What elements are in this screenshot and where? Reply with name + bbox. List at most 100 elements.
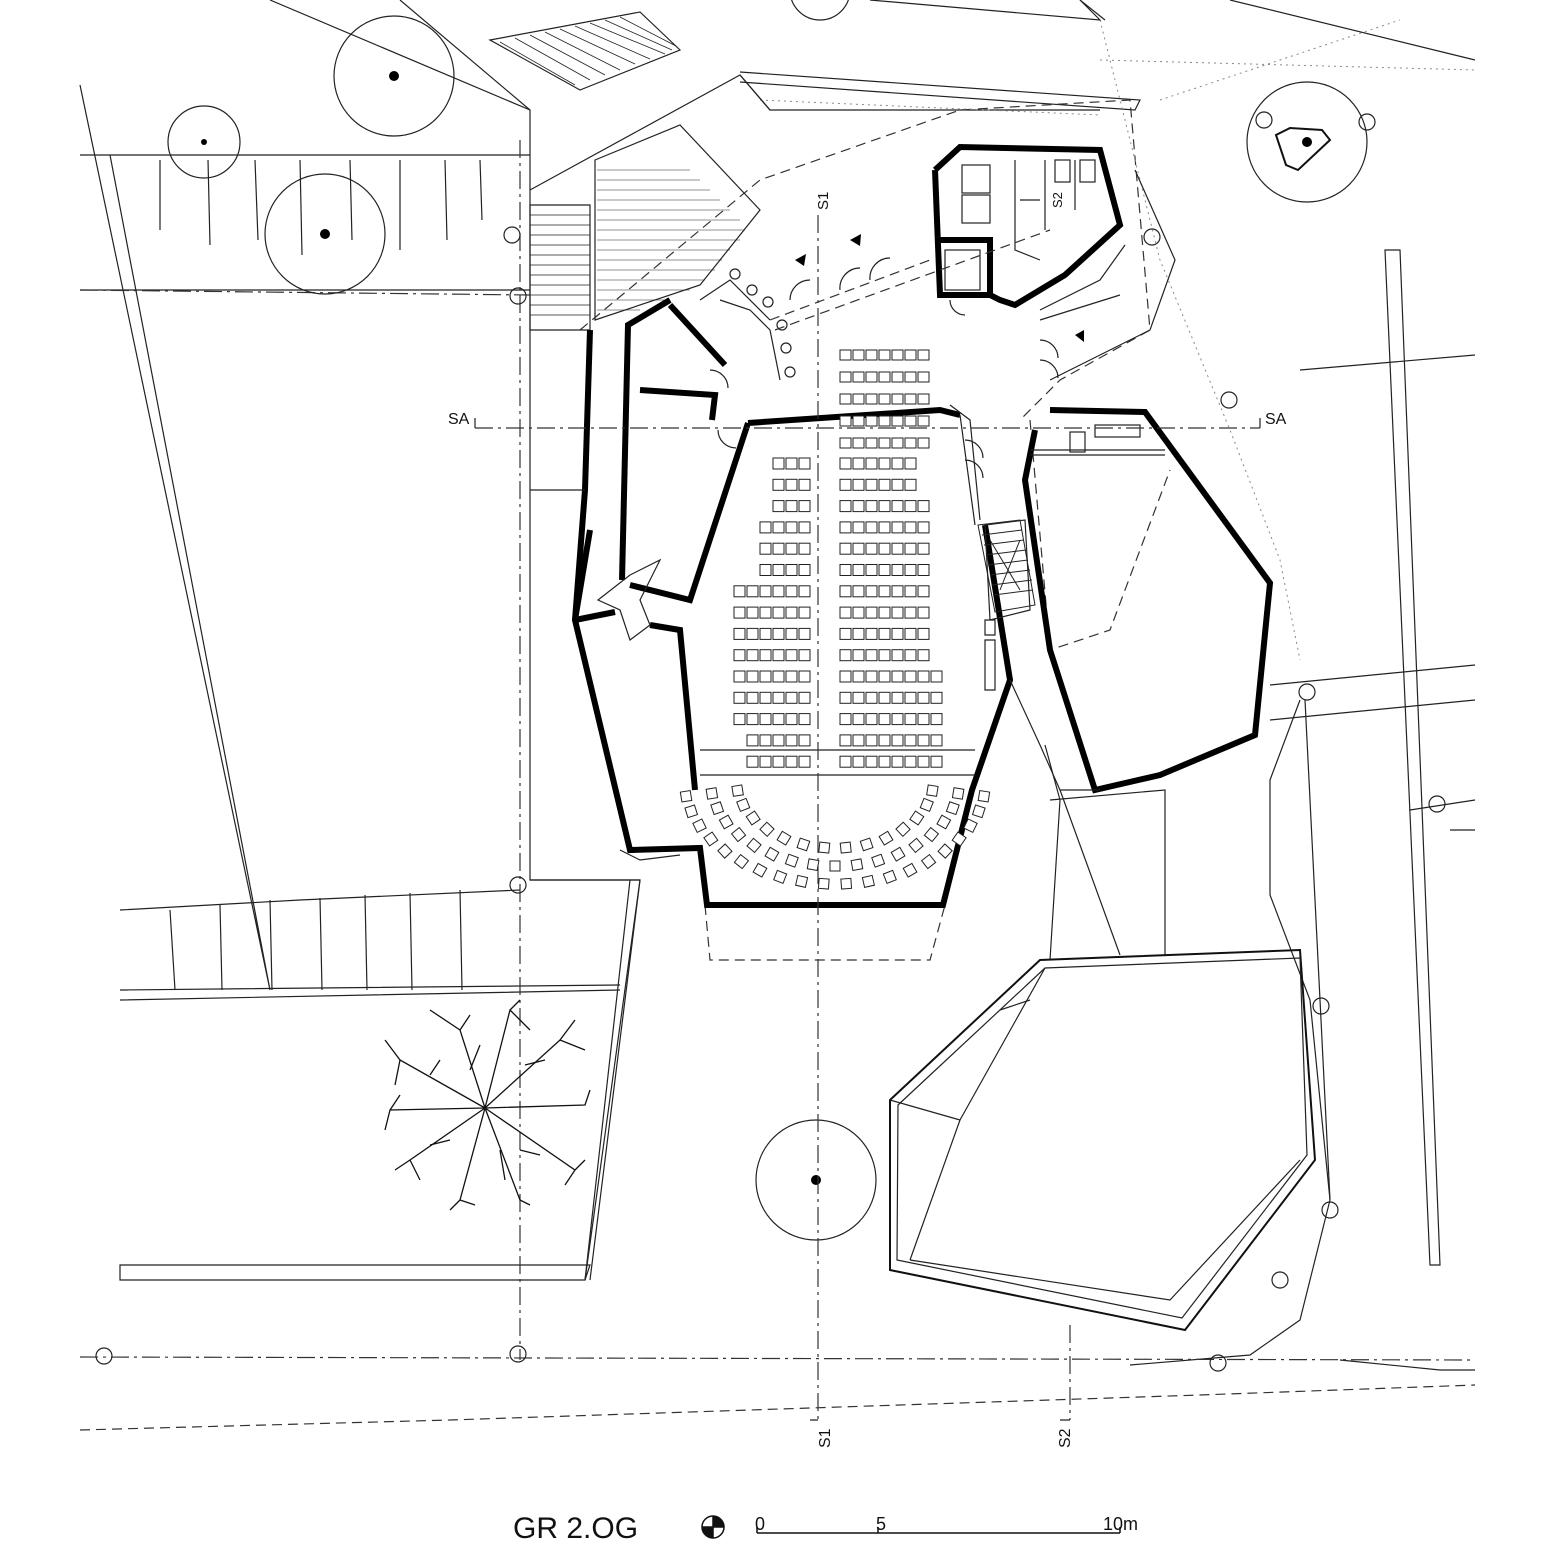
seat	[865, 478, 878, 491]
seat	[878, 830, 894, 846]
seat	[785, 670, 798, 683]
seat	[684, 804, 699, 819]
seat	[865, 670, 878, 683]
seat	[852, 649, 865, 662]
seat	[759, 734, 772, 747]
seat	[852, 457, 865, 470]
auditorium-seating	[679, 349, 991, 890]
seat	[917, 564, 930, 576]
seat	[865, 542, 878, 555]
seat	[785, 478, 798, 491]
seat	[839, 670, 852, 683]
seat	[963, 818, 978, 834]
seat	[798, 478, 811, 491]
seat	[772, 564, 785, 576]
seat	[904, 415, 917, 427]
seat	[859, 837, 874, 852]
seat	[904, 670, 917, 683]
seat	[891, 437, 904, 449]
seat	[904, 627, 917, 640]
seat	[772, 734, 785, 747]
seat	[852, 415, 865, 427]
seat	[917, 627, 930, 640]
seat	[746, 691, 759, 704]
seat	[785, 713, 798, 726]
section-mark-s1-bottom: S1	[817, 1428, 834, 1448]
seat	[806, 858, 820, 872]
seat	[764, 846, 780, 862]
scale-tick-5: 5	[876, 1514, 886, 1534]
seat	[904, 755, 917, 768]
seat	[904, 393, 917, 405]
seat	[908, 837, 924, 854]
seat	[703, 831, 719, 847]
seat	[891, 371, 904, 383]
seat	[865, 755, 878, 768]
seat	[919, 797, 934, 813]
seat	[759, 542, 772, 555]
seat	[891, 627, 904, 640]
seat	[733, 691, 746, 704]
seat	[865, 713, 878, 726]
seat	[772, 542, 785, 555]
seat	[839, 521, 852, 534]
stair-right	[977, 519, 1036, 613]
seat	[759, 691, 772, 704]
seat	[891, 542, 904, 555]
seat	[904, 349, 917, 361]
seat	[839, 457, 852, 470]
seat	[852, 500, 865, 513]
seat	[759, 713, 772, 726]
seat	[865, 606, 878, 619]
lower-right-building	[889, 948, 1317, 1332]
seat	[891, 349, 904, 361]
seat	[798, 457, 811, 470]
seat	[865, 457, 878, 470]
seat	[692, 818, 707, 834]
seat	[878, 521, 891, 534]
drawing-title: GR 2.OG	[513, 1512, 638, 1545]
seat	[746, 670, 759, 683]
seat	[917, 713, 930, 726]
scale-tick-10: 10m	[1103, 1514, 1138, 1534]
seat	[798, 670, 811, 683]
scale-bar: 0 5 10m	[755, 1514, 1138, 1534]
seat	[746, 649, 759, 662]
seat	[785, 521, 798, 534]
seat	[917, 521, 930, 534]
seat	[904, 457, 917, 470]
seat	[772, 649, 785, 662]
section-mark-s2-bottom: S2	[1057, 1428, 1074, 1448]
seat	[917, 437, 930, 449]
seat	[917, 542, 930, 555]
seat	[759, 564, 772, 576]
seat	[785, 606, 798, 619]
seat	[798, 627, 811, 640]
seat	[759, 670, 772, 683]
seat	[904, 521, 917, 534]
seat	[891, 649, 904, 662]
seat	[746, 606, 759, 619]
seat	[878, 649, 891, 662]
seat	[917, 371, 930, 383]
seat	[839, 691, 852, 704]
seat	[852, 393, 865, 405]
seat	[798, 521, 811, 534]
seat	[798, 500, 811, 513]
seat	[772, 585, 785, 598]
seat	[839, 627, 852, 640]
seat	[772, 606, 785, 619]
seat	[878, 734, 891, 747]
seat	[733, 853, 750, 870]
seat	[746, 837, 762, 854]
seat	[878, 371, 891, 383]
seat	[865, 349, 878, 361]
seat	[772, 627, 785, 640]
seat	[895, 821, 911, 838]
seat	[951, 831, 967, 847]
seat	[891, 521, 904, 534]
seat	[850, 858, 864, 872]
seat	[930, 755, 943, 768]
seat	[785, 691, 798, 704]
